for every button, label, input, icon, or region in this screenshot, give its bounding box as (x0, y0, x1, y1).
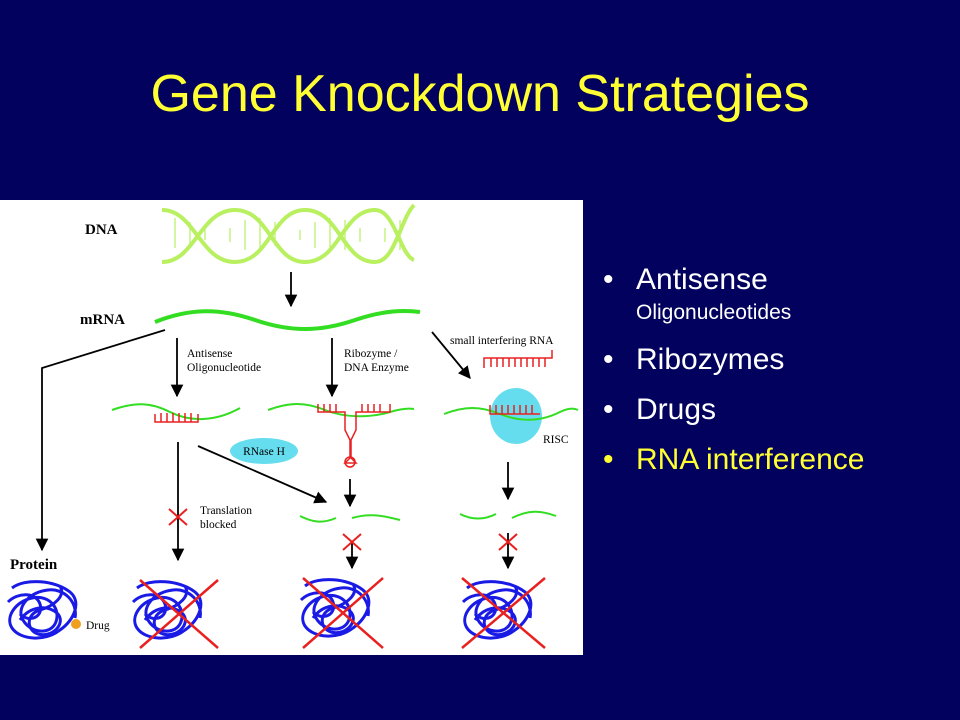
rnase-h-ellipse (230, 438, 298, 464)
gene-knockdown-figure: DNA mRNA Antisense Oligonucleotide Riboz… (0, 200, 583, 655)
bullet-ribozymes-main: Ribozymes (636, 343, 785, 376)
protein-tangle (131, 580, 203, 640)
risc-label: RISC (543, 434, 569, 446)
sirna-arrow (431, 331, 471, 379)
translation-label-line1: Translation (200, 505, 252, 517)
ribozyme-structure (317, 404, 391, 468)
slide-title: Gene Knockdown Strategies (150, 65, 810, 123)
protein-label: Protein (10, 557, 58, 573)
bullet-dot: • (603, 393, 614, 426)
drug-label: Drug (86, 620, 110, 632)
bullet-list: • Antisense Oligonucleotides • Ribozymes… (603, 262, 943, 492)
cleaved-fragment (459, 513, 497, 520)
bullet-ribozymes: • Ribozymes (603, 342, 943, 378)
bullet-rna-interference-main: RNA interference (636, 443, 865, 476)
bullet-rna-interference: • RNA interference (603, 442, 943, 478)
rnase-cleavage-arrow (197, 445, 328, 504)
ribozyme-label-line2: DNA Enzyme (344, 362, 409, 374)
antisense-mrna (111, 403, 241, 421)
blocked-cross (498, 533, 518, 551)
mrna-label: mRNA (80, 312, 125, 328)
protein-tangle (461, 580, 533, 640)
bullet-antisense: • Antisense Oligonucleotides (603, 262, 943, 328)
knockdown-cross (302, 577, 384, 649)
antisense-label-line2: Oligonucleotide (187, 362, 261, 374)
antisense-oligo (154, 413, 199, 423)
translation-arrow (35, 329, 166, 552)
bullet-dot: • (603, 443, 614, 476)
cleaved-fragment (299, 515, 337, 523)
sirna-duplex (483, 350, 553, 368)
bullet-drugs: • Drugs (603, 392, 943, 428)
ribozyme-mrna (267, 403, 415, 418)
sirna-label: small interfering RNA (450, 335, 554, 347)
translation-label-line2: blocked (200, 519, 237, 531)
risc-mrna (443, 407, 579, 421)
protein-tangle (6, 580, 78, 640)
dna-label: DNA (85, 222, 118, 238)
dna-helix (161, 203, 416, 265)
bullet-drugs-main: Drugs (636, 393, 717, 426)
cleaved-fragment (511, 510, 557, 519)
risc-complex (490, 388, 542, 444)
cleaved-fragment (351, 514, 401, 521)
bullet-antisense-sub: Oligonucleotides (636, 301, 792, 324)
mrna-strand (154, 308, 421, 331)
drug-dot (71, 619, 81, 629)
blocked-cross (168, 508, 188, 526)
risc-guide-strand (489, 405, 540, 415)
knockdown-cross (461, 577, 546, 649)
blocked-cross (342, 533, 362, 551)
bullet-dot: • (603, 263, 614, 296)
ribozyme-label-line1: Ribozyme / (344, 348, 398, 360)
bullet-antisense-main: Antisense (636, 263, 768, 296)
bullet-dot: • (603, 343, 614, 376)
knockdown-cross (139, 579, 219, 649)
rnase-h-label: RNase H (243, 446, 285, 458)
antisense-label-line1: Antisense (187, 348, 232, 360)
